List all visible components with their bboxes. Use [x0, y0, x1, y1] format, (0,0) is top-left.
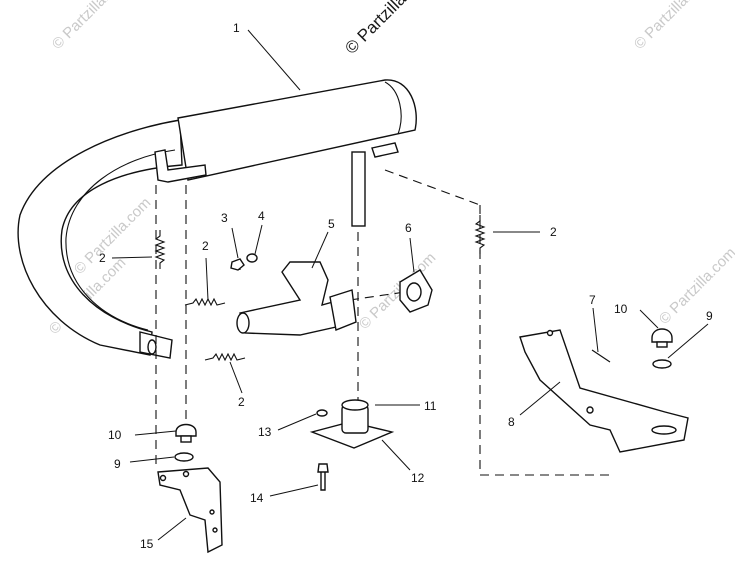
spring-left [154, 230, 166, 269]
muffler-assembly [17, 79, 417, 359]
callout-9-right: 9 [706, 309, 713, 323]
callout-2-lower-mid: 2 [238, 395, 245, 409]
assembly-centerlines [155, 169, 610, 476]
springs [154, 215, 486, 362]
grommet-right [651, 328, 673, 343]
pipe-end-hole [147, 339, 157, 355]
leader-lines [111, 29, 709, 541]
grommet-left [175, 423, 197, 437]
muffler-body [177, 79, 417, 181]
spring-upper-mid [184, 297, 226, 307]
watermark-main: © Partzilla.com [341, 0, 435, 58]
isolator-mount [309, 399, 395, 491]
callouts: 1 2 2 2 2 3 4 5 6 7 8 9 9 10 10 11 12 13… [99, 21, 713, 551]
washer-right [652, 359, 672, 369]
callout-12: 12 [411, 471, 425, 485]
mount-bracket-left [157, 467, 223, 554]
exhaust-pipe-curve [17, 119, 183, 356]
callout-8: 8 [508, 415, 515, 429]
manifold-outlet [236, 312, 250, 334]
callout-6: 6 [405, 221, 412, 235]
callout-9-left: 9 [114, 457, 121, 471]
callout-10-left: 10 [108, 428, 122, 442]
watermark-right: © Partzilla.com [656, 244, 735, 327]
manifold-body [239, 261, 346, 336]
callout-4: 4 [258, 209, 265, 223]
watermark-top-left: © Partzilla.com [49, 0, 132, 53]
callout-14: 14 [250, 491, 264, 505]
callout-2-left: 2 [99, 251, 106, 265]
cotter-pin-7 [591, 349, 611, 363]
nut [230, 258, 245, 271]
gasket-hole [406, 282, 422, 302]
manifold-flange [329, 289, 357, 331]
watermark-top-right: © Partzilla.com [631, 0, 714, 53]
spring-right [474, 215, 486, 254]
spring-lower-mid [204, 352, 246, 362]
callout-5: 5 [328, 217, 335, 231]
grommet-left-stem [180, 435, 192, 443]
callout-1: 1 [233, 21, 240, 35]
callout-2-right: 2 [550, 225, 557, 239]
mount-plate-12 [309, 421, 395, 449]
callout-3: 3 [221, 211, 228, 225]
spring-mount-bracket-left [154, 149, 207, 183]
callout-10-right: 10 [614, 302, 628, 316]
nut-13 [316, 409, 328, 417]
muffler-end-cap [384, 81, 402, 135]
isolator-top [341, 399, 369, 411]
bracket-8 [519, 329, 689, 453]
exhaust-manifold [236, 261, 357, 336]
callout-13: 13 [258, 425, 272, 439]
grommet-set-left [174, 423, 197, 462]
washer [246, 253, 258, 263]
bracket-slot [651, 425, 677, 435]
exhaust-pipe-inner-line [65, 149, 176, 331]
mount-bracket-right [519, 328, 689, 453]
callout-7: 7 [589, 293, 596, 307]
callout-15: 15 [140, 537, 154, 551]
callout-2-upper-mid: 2 [202, 239, 209, 253]
washer-left [174, 452, 194, 462]
muffler-support-post [351, 151, 366, 227]
nut-and-washer [230, 253, 258, 271]
bracket-15 [157, 467, 223, 554]
callout-11: 11 [424, 399, 437, 413]
spring-mount-bracket-right [371, 142, 399, 158]
gasket [399, 269, 433, 313]
